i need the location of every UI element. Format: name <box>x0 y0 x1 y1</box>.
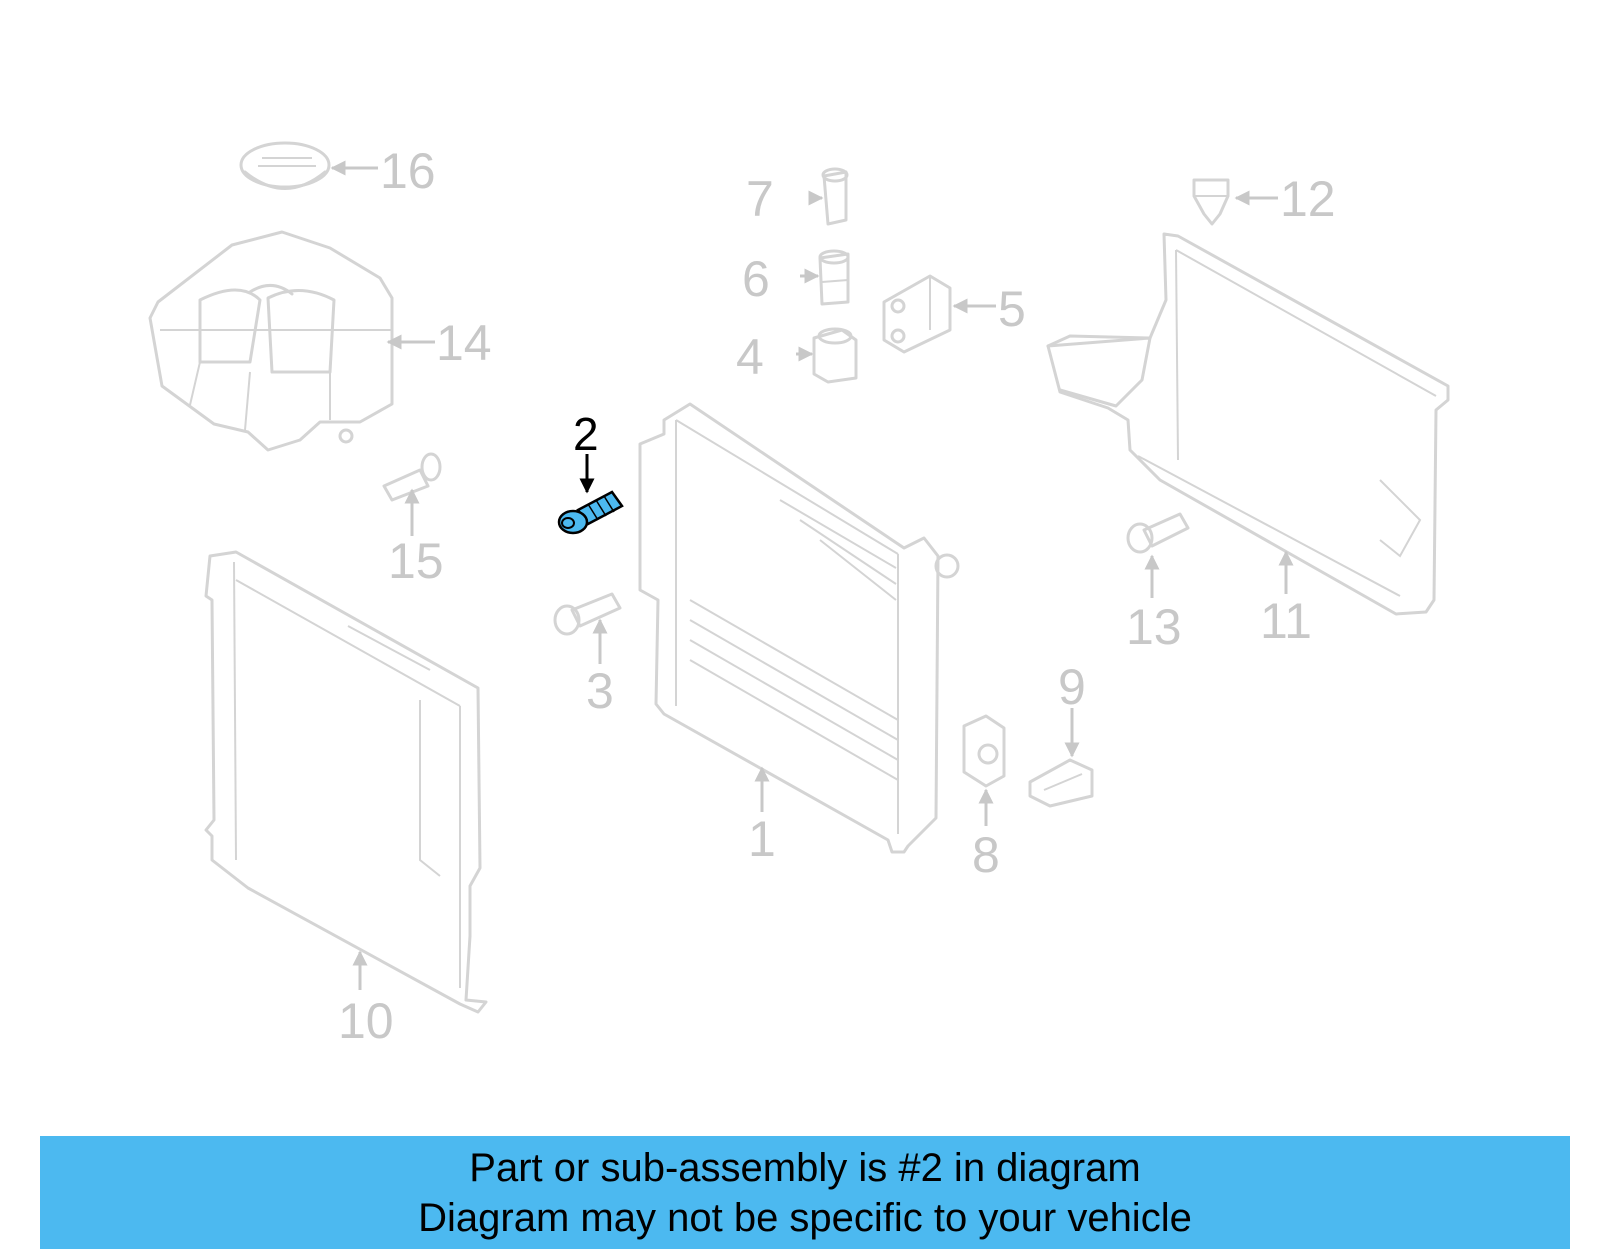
callout-6[interactable]: 6 <box>742 251 770 307</box>
callout-9[interactable]: 9 <box>1058 659 1086 715</box>
part-7-bushing: 7 <box>746 167 849 227</box>
part-9-insulator: 9 <box>1028 659 1094 808</box>
part-6-bushing: 6 <box>742 249 850 307</box>
callout-3[interactable]: 3 <box>586 663 614 719</box>
callout-1[interactable]: 1 <box>748 811 776 867</box>
callout-12[interactable]: 12 <box>1280 171 1336 227</box>
banner-line-1: Part or sub-assembly is #2 in diagram <box>469 1145 1141 1190</box>
part-5-bracket: 5 <box>882 274 1026 354</box>
part-10-radiator-shroud: 10 <box>204 550 488 1049</box>
part-16-reservoir-cap: 16 <box>239 141 436 199</box>
callout-8[interactable]: 8 <box>972 827 1000 883</box>
callout-4[interactable]: 4 <box>736 329 764 385</box>
callout-11[interactable]: 11 <box>1260 593 1312 649</box>
callout-10[interactable]: 10 <box>338 993 394 1049</box>
banner-line-2: Diagram may not be specific to your vehi… <box>418 1195 1192 1240</box>
callout-15[interactable]: 15 <box>388 533 444 589</box>
part-13-bolt: 13 <box>1126 512 1190 655</box>
part-14-coolant-reservoir: 14 <box>148 230 492 452</box>
part-8-insulator: 8 <box>962 714 1006 883</box>
part-11-fan-shroud: 11 <box>1046 232 1450 649</box>
callout-7[interactable]: 7 <box>746 171 774 227</box>
callout-2[interactable]: 2 <box>573 408 599 460</box>
callout-5[interactable]: 5 <box>998 281 1026 337</box>
part-2-bolt-highlighted[interactable]: 2 <box>557 408 624 535</box>
part-15-bolt: 15 <box>382 452 444 589</box>
info-banner: Part or sub-assembly is #2 in diagram Di… <box>40 1136 1570 1249</box>
part-4-mount: 4 <box>736 327 858 385</box>
parts-diagram: 16 14 15 10 2 3 <box>148 141 1450 1049</box>
callout-13[interactable]: 13 <box>1126 599 1182 655</box>
part-1-radiator: 1 <box>638 402 960 867</box>
callout-14[interactable]: 14 <box>436 315 492 371</box>
callout-16[interactable]: 16 <box>380 143 436 199</box>
part-3-bolt: 3 <box>553 592 622 719</box>
part-12-clip: 12 <box>1192 171 1336 227</box>
